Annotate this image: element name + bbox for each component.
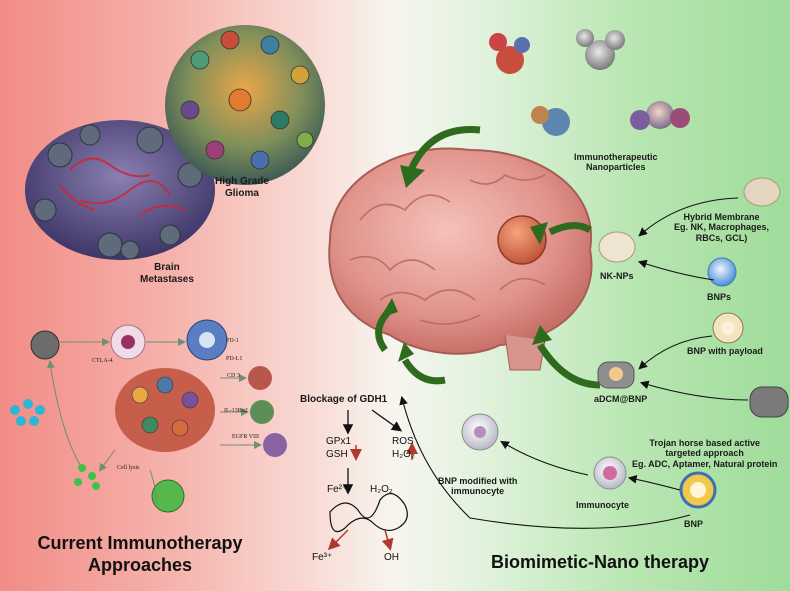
label-bnps: BNPs <box>707 292 732 302</box>
glioma-cluster <box>165 25 325 185</box>
immunotherapy-diagram <box>10 319 287 513</box>
label-immuno-nanoparticles: Immunotherapeutic Nanoparticles <box>574 152 658 173</box>
label-fe3: Fe³⁺ <box>312 552 333 563</box>
brain-illustration <box>328 147 593 371</box>
nanoparticles-group <box>461 29 789 509</box>
label-gpx1: GPx1 <box>326 436 352 447</box>
label-blockage-gdh1: Blockage of GDH1 <box>300 394 388 405</box>
center-pathway <box>327 409 418 551</box>
label-high-grade-glioma: High Grade Glioma <box>215 176 269 199</box>
label-bnp-payload: BNP with payload <box>687 346 763 356</box>
label-brain-metastases: Brain Metastases <box>140 262 194 285</box>
label-h2o2-a: H₂O₂ <box>392 449 415 460</box>
left-title-line1: Current Immunotherapy <box>37 533 243 553</box>
left-title: Current Immunotherapy Approaches <box>10 533 270 576</box>
label-ros: ROS <box>392 436 414 447</box>
label-fe2: Fe²⁺ <box>327 484 348 495</box>
label-oh: OH <box>384 552 399 563</box>
label-adcm-bnp: aDCM@BNP <box>594 394 648 404</box>
label-cell-lysis: Cell lysis <box>117 465 140 471</box>
label-bnp-modified: BNP modified with immunocyte <box>438 476 518 497</box>
label-ctla4: CTLA-4 <box>92 358 113 364</box>
label-bnp: BNP <box>684 519 704 529</box>
label-gsh: GSH <box>326 449 348 460</box>
label-cd3: CD 3 <box>227 373 240 379</box>
right-title: Biomimetic-Nano therapy <box>490 552 710 572</box>
label-hybrid-membrane: Hybrid Membrane Eg. NK, Macrophages, RBC… <box>674 212 770 243</box>
label-il13ra2: IL-13Rα2 <box>224 408 248 414</box>
left-title-line2: Approaches <box>87 554 193 575</box>
label-pd1: PD-1 <box>226 338 239 344</box>
label-nk-nps: NK-NPs <box>600 271 634 281</box>
label-trojan-horse: Trojan horse based active targeted appro… <box>632 438 778 469</box>
brain-metastases-cluster <box>25 120 215 260</box>
label-pdl1: PD-L1 <box>226 356 243 362</box>
label-h2o2-b: H₂O₂ <box>370 484 393 495</box>
label-egfrviii: EGFR VIII <box>232 434 260 440</box>
label-immunocyte: Immunocyte <box>576 500 630 510</box>
